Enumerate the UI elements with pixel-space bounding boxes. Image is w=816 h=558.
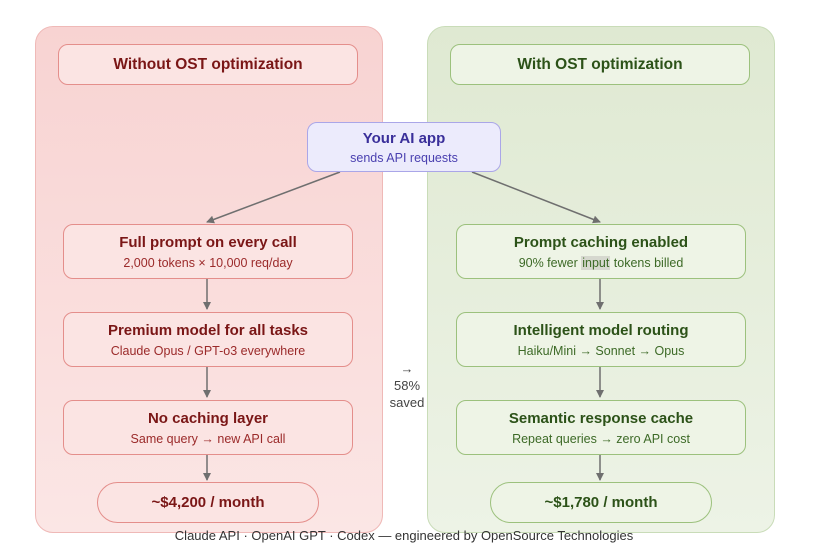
step-subtitle: Claude Opus / GPT-o3 everywhere bbox=[110, 343, 306, 358]
ai-app-box: Your AI app sends API requests bbox=[307, 122, 501, 172]
footer-caption: Claude API · OpenAI GPT · Codex — engine… bbox=[174, 528, 634, 543]
highlighted-word: input bbox=[581, 255, 611, 270]
left-step-full-prompt: Full prompt on every call 2,000 tokens ×… bbox=[63, 224, 353, 279]
right-step-model-routing: Intelligent model routing Haiku/Mini → S… bbox=[456, 312, 746, 367]
step-subtitle: Same query → new API call bbox=[130, 431, 286, 446]
right-cost-result: ~$1,780 / month bbox=[490, 482, 712, 523]
step-subtitle: Haiku/Mini → Sonnet → Opus bbox=[517, 343, 685, 358]
step-title: Premium model for all tasks bbox=[107, 321, 309, 339]
savings-text: saved bbox=[389, 395, 425, 410]
right-header: With OST optimization bbox=[450, 44, 750, 85]
step-title: No caching layer bbox=[147, 409, 269, 427]
step-subtitle: Repeat queries → zero API cost bbox=[512, 431, 690, 446]
arrow-app-to-right bbox=[471, 171, 601, 224]
step-subtitle: 2,000 tokens × 10,000 req/day bbox=[123, 255, 293, 270]
left-step-no-caching: No caching layer Same query → new API ca… bbox=[63, 400, 353, 455]
left-step-premium-model: Premium model for all tasks Claude Opus … bbox=[63, 312, 353, 367]
step-title: Full prompt on every call bbox=[119, 233, 297, 251]
app-subtitle: sends API requests bbox=[350, 150, 458, 165]
cost-value: ~$1,780 / month bbox=[544, 494, 658, 511]
left-header-title: Without OST optimization bbox=[113, 56, 303, 73]
left-cost-result: ~$4,200 / month bbox=[97, 482, 319, 523]
step-title: Semantic response cache bbox=[508, 409, 694, 427]
right-step-prompt-caching: Prompt caching enabled 90% fewer input t… bbox=[456, 224, 746, 279]
savings-label: → 58% saved bbox=[384, 360, 430, 411]
subtitle-post: tokens billed bbox=[610, 255, 684, 270]
right-arrow-icon: → bbox=[400, 361, 414, 376]
savings-percent: 58% bbox=[393, 378, 421, 393]
arrow-app-to-left bbox=[206, 171, 341, 224]
right-header-title: With OST optimization bbox=[517, 56, 683, 73]
step-title: Prompt caching enabled bbox=[513, 233, 689, 251]
left-header: Without OST optimization bbox=[58, 44, 358, 85]
step-title: Intelligent model routing bbox=[513, 321, 689, 339]
cost-value: ~$4,200 / month bbox=[151, 494, 265, 511]
right-step-semantic-cache: Semantic response cache Repeat queries →… bbox=[456, 400, 746, 455]
step-subtitle: 90% fewer input tokens billed bbox=[518, 255, 684, 271]
app-title: Your AI app bbox=[362, 129, 446, 147]
subtitle-pre: 90% fewer bbox=[518, 255, 582, 270]
